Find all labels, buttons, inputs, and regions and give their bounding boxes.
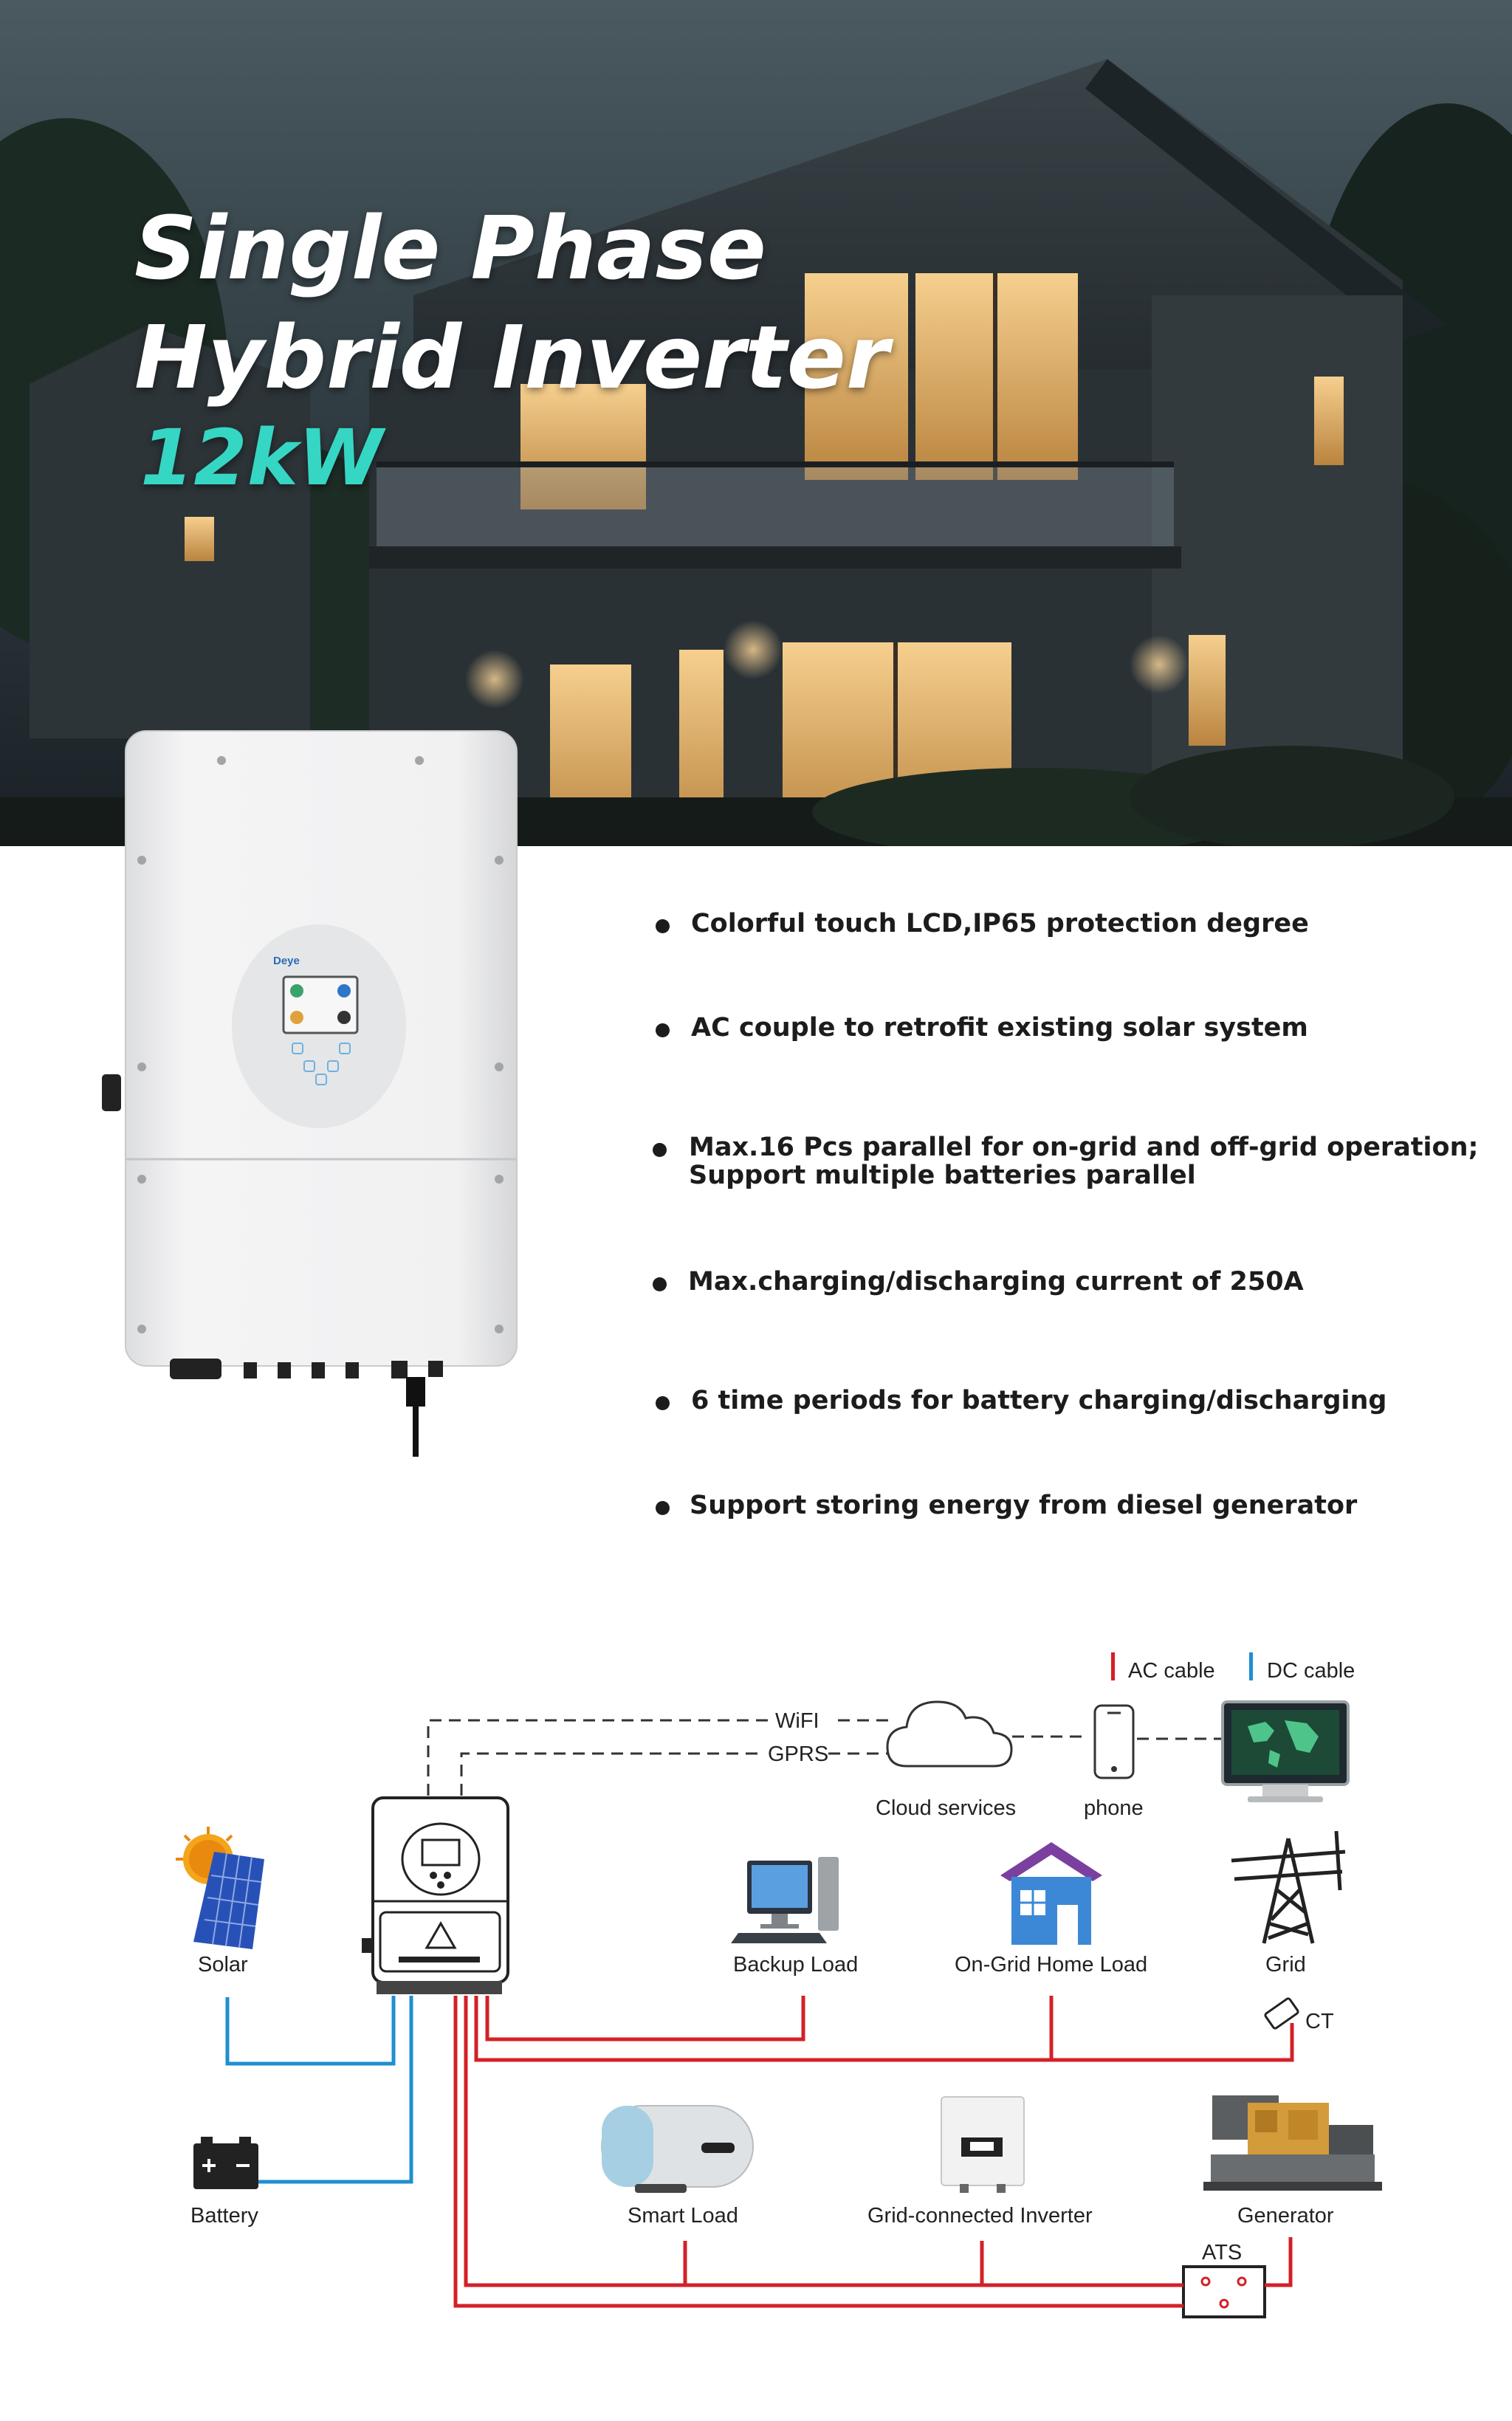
house-background-image xyxy=(0,0,1512,846)
legend-ac-cable: AC cable xyxy=(1128,1659,1215,1683)
grid-inverter-icon xyxy=(941,2096,1025,2193)
smart-load-label: Smart Load xyxy=(628,2204,738,2228)
bullet-dot-icon xyxy=(656,1396,670,1410)
battery-icon xyxy=(193,2137,258,2189)
hero-title-line1: Single Phase xyxy=(134,197,766,299)
feature-item: Support storing energy from diesel gener… xyxy=(656,1491,1357,1519)
dc-cable-swatch xyxy=(1249,1652,1253,1680)
bullet-dot-icon xyxy=(656,1501,670,1515)
bullet-dot-icon xyxy=(656,919,670,933)
hero-title: Single Phase Hybrid Inverter xyxy=(134,193,889,412)
ac-wiring xyxy=(453,1996,1294,2308)
grid-label: Grid xyxy=(1265,1953,1306,1977)
inverter-product-image: Deye xyxy=(96,727,532,1473)
grid-tower-icon xyxy=(1231,1830,1346,1944)
feature-list: Colorful touch LCD,IP65 protection degre… xyxy=(653,893,1482,1543)
grid-connected-inverter-label: Grid-connected Inverter xyxy=(867,2204,1093,2228)
battery-label: Battery xyxy=(190,2204,258,2228)
feature-text: Colorful touch LCD,IP65 protection degre… xyxy=(691,909,1309,938)
hero-title-line2: Hybrid Inverter xyxy=(134,306,890,408)
diagram-legend: AC cable DC cable xyxy=(1111,1652,1355,1683)
solar-icon xyxy=(176,1827,264,1949)
backup-load-label: Backup Load xyxy=(733,1953,858,1977)
ats-label: ATS xyxy=(1202,2241,1242,2264)
on-grid-home-load-label: On-Grid Home Load xyxy=(955,1953,1147,1977)
product-brand-logo: Deye xyxy=(273,955,300,967)
feature-item: Colorful touch LCD,IP65 protection degre… xyxy=(656,910,1309,938)
feature-item: 6 time periods for battery charging/disc… xyxy=(656,1387,1386,1415)
cloud-services-label: Cloud services xyxy=(876,1796,1016,1820)
phone-icon xyxy=(1093,1704,1135,1779)
bullet-dot-icon xyxy=(653,1143,667,1157)
bullet-dot-icon xyxy=(653,1277,667,1291)
feature-text: 6 time periods for battery charging/disc… xyxy=(691,1386,1387,1415)
hero-banner: Single Phase Hybrid Inverter 12kW xyxy=(0,0,1512,846)
feature-text: Support storing energy from diesel gener… xyxy=(690,1491,1358,1520)
generator-label: Generator xyxy=(1237,2204,1334,2228)
ct-label: CT xyxy=(1305,2010,1334,2033)
feature-item: Max.16 Pcs parallel for on-grid and off-… xyxy=(653,1133,1479,1190)
wifi-label: WiFI xyxy=(775,1709,819,1733)
water-heater-icon xyxy=(601,2105,754,2193)
inverter-icon xyxy=(362,1796,509,1994)
ct-sensor-icon xyxy=(1264,1997,1299,2030)
dc-wiring xyxy=(225,1996,413,2184)
phone-label: phone xyxy=(1084,1796,1144,1820)
ac-cable-swatch xyxy=(1111,1652,1115,1680)
generator-icon xyxy=(1203,2095,1382,2191)
home-icon xyxy=(1000,1842,1102,1945)
bullet-dot-icon xyxy=(656,1023,670,1037)
monitor-icon xyxy=(1221,1700,1350,1802)
hero-power-rating: 12kW xyxy=(140,413,383,503)
system-wiring-diagram: AC cable DC cable WiFI GPRS Cloud servic… xyxy=(0,1624,1512,2417)
comm-links xyxy=(427,1719,1222,1796)
gprs-label: GPRS xyxy=(768,1742,828,1766)
solar-label: Solar xyxy=(198,1953,248,1977)
feature-text: Support multiple batteries parallel xyxy=(689,1161,1196,1190)
feature-item: Max.charging/discharging current of 250A xyxy=(653,1267,1304,1297)
feature-text: Max.16 Pcs parallel for on-grid and off-… xyxy=(689,1133,1479,1162)
feature-text: Max.charging/discharging current of 250A xyxy=(688,1267,1304,1297)
computer-icon xyxy=(731,1857,839,1943)
legend-dc-cable: DC cable xyxy=(1267,1659,1355,1683)
ats-switch-icon xyxy=(1182,2265,1266,2318)
feature-item: AC couple to retrofit existing solar sys… xyxy=(656,1014,1308,1042)
feature-text: AC couple to retrofit existing solar sys… xyxy=(691,1013,1308,1043)
cloud-icon xyxy=(886,1700,1013,1768)
